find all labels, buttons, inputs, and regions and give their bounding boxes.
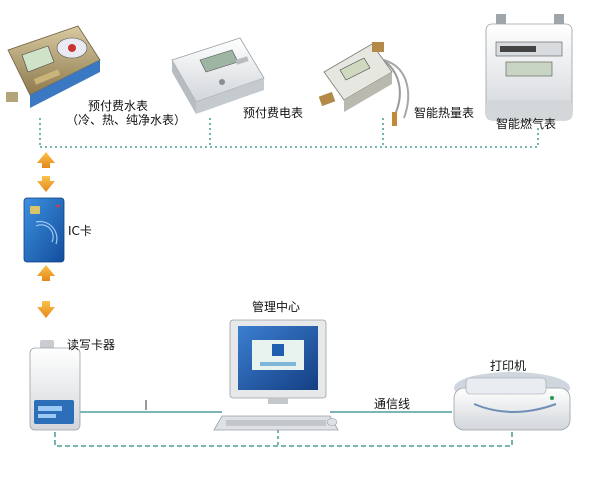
communication-line-label: 通信线 — [374, 397, 411, 411]
printer-icon — [453, 372, 571, 431]
electric-meter-icon — [171, 37, 265, 114]
arrow-meters-card — [37, 152, 55, 192]
water-meter-icon — [6, 25, 101, 108]
heat-meter-label: 智能热量表 — [414, 106, 475, 120]
computer-icon — [213, 319, 339, 431]
management-center-label: 管理中心 — [252, 300, 301, 314]
gas-meter-label: 智能燃气表 — [496, 117, 557, 131]
card-reader-label: 读写卡器 — [67, 338, 116, 352]
connector-lines — [39, 118, 539, 447]
bottom-bus-line — [54, 432, 513, 447]
water-meter-sublabel: （冷、热、纯净水表） — [66, 113, 187, 127]
ic-card-icon — [23, 197, 65, 263]
printer-label: 打印机 — [490, 359, 527, 373]
card-reader-icon — [29, 340, 81, 431]
arrow-card-reader — [37, 265, 55, 318]
electric-meter-label: 预付费电表 — [243, 106, 304, 120]
ic-card-label: IC卡 — [68, 224, 92, 238]
water-meter-label: 预付费水表 — [88, 99, 149, 113]
heat-meter-icon — [318, 42, 410, 126]
gas-meter-icon — [485, 14, 573, 121]
